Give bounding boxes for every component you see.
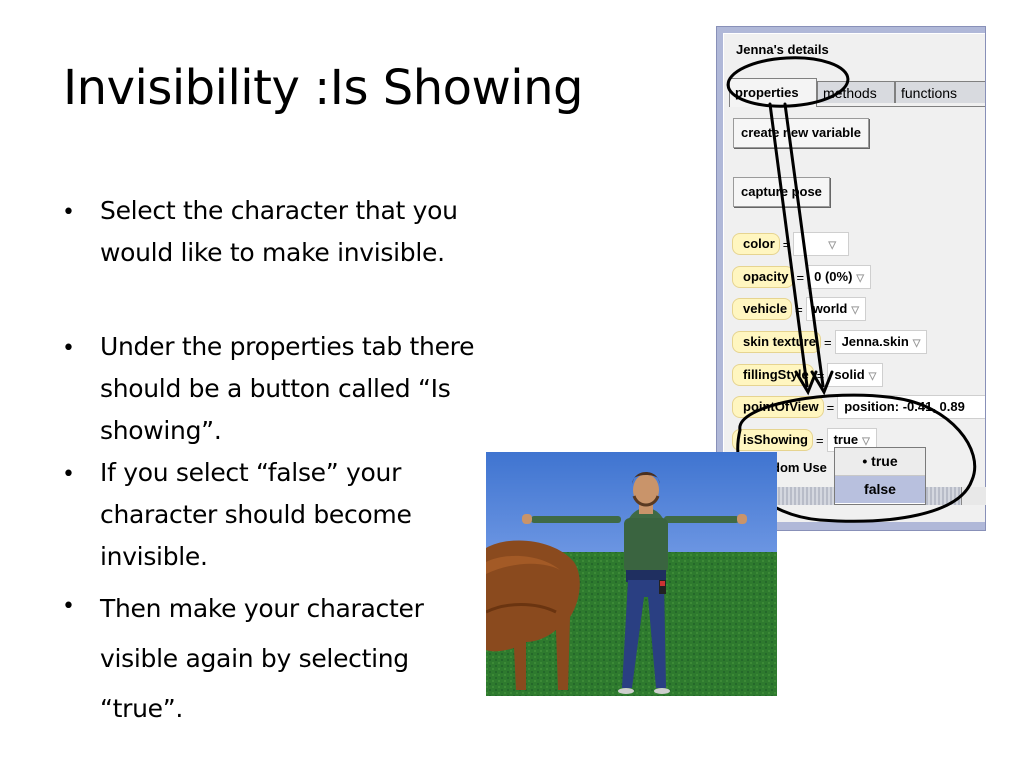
dropdown-caret-icon: ▽ <box>828 240 837 251</box>
person-figure <box>522 472 747 694</box>
scroll-right-arrow-icon[interactable] <box>961 487 986 505</box>
equals-sign: = <box>826 399 835 415</box>
property-tile[interactable]: skin texture <box>732 331 821 353</box>
dropdown-caret-icon: ▽ <box>912 338 921 349</box>
equals-sign: = <box>796 269 805 285</box>
tab-bar: properties methods functions <box>729 78 985 107</box>
tab-methods[interactable]: methods <box>817 81 895 103</box>
property-value-dropdown[interactable]: 0 (0%)▽ <box>807 265 872 289</box>
property-tile[interactable]: color <box>732 233 780 255</box>
property-tile[interactable]: isShowing <box>732 429 813 451</box>
property-value-dropdown[interactable]: Jenna.skin▽ <box>834 330 928 354</box>
bullet-glyph: • <box>62 336 75 361</box>
capture-pose-button[interactable]: capture pose <box>733 177 830 207</box>
bullet-item: • Select the character that you would li… <box>62 190 492 274</box>
bullet-text: Select the character that you would like… <box>100 196 458 267</box>
property-row-filling-style: fillingStyle=solid▽ <box>732 363 884 387</box>
bullet-glyph: • <box>62 462 75 487</box>
bullet-glyph: • <box>62 200 75 225</box>
partial-label: dom Use <box>772 460 827 475</box>
property-tile[interactable]: opacity <box>732 266 794 288</box>
slide-title: Invisibility :Is Showing <box>63 60 583 116</box>
property-row-color: color= ▽ <box>732 232 850 256</box>
is-showing-options-menu: • true false <box>834 447 926 505</box>
option-false[interactable]: false <box>835 476 925 503</box>
option-true[interactable]: • true <box>835 448 925 476</box>
bullet-item: • If you select “false” your character s… <box>62 452 492 578</box>
property-value-dropdown[interactable]: ▽ <box>793 232 850 256</box>
property-value-dropdown[interactable]: world▽ <box>805 297 867 321</box>
bullet-glyph: • <box>62 594 75 619</box>
dropdown-caret-icon: ▽ <box>862 436 870 447</box>
bullet-text: Then make your character visible again b… <box>100 594 424 723</box>
property-row-point-of-view: pointOfView=position: -0.41, 0.89 <box>732 395 985 419</box>
scene-image <box>486 452 777 696</box>
horse-figure <box>486 540 580 690</box>
dropdown-caret-icon: ▽ <box>868 371 877 382</box>
property-tile[interactable]: vehicle <box>732 298 793 320</box>
scene-render <box>486 452 777 696</box>
property-tile[interactable]: pointOfView <box>732 396 824 418</box>
property-tile[interactable]: fillingStyle <box>732 364 814 386</box>
create-new-variable-button[interactable]: create new variable <box>733 118 869 148</box>
dropdown-caret-icon: ▽ <box>856 273 865 284</box>
equals-sign: = <box>795 301 803 317</box>
property-value-dropdown[interactable]: solid▽ <box>827 363 884 387</box>
property-value-dropdown[interactable]: position: -0.41, 0.89 <box>837 395 985 419</box>
equals-sign: = <box>816 367 825 383</box>
equals-sign: = <box>782 236 791 252</box>
property-row-vehicle: vehicle=world▽ <box>732 297 867 321</box>
equals-sign: = <box>823 334 832 350</box>
dropdown-caret-icon: ▽ <box>851 305 860 316</box>
bullet-item: • Under the properties tab there should … <box>62 326 492 452</box>
property-row-skin-texture: skin texture=Jenna.skin▽ <box>732 330 928 354</box>
bullet-item: • Then make your character visible again… <box>62 584 492 734</box>
equals-sign: = <box>816 432 824 448</box>
tab-functions[interactable]: functions <box>895 81 985 103</box>
bullet-text: If you select “false” your character sho… <box>100 458 412 571</box>
bullet-text: Under the properties tab there should be… <box>100 332 475 445</box>
panel-title: Jenna's details <box>736 42 829 57</box>
property-row-opacity: opacity=0 (0%)▽ <box>732 265 872 289</box>
tab-properties[interactable]: properties <box>729 78 817 107</box>
